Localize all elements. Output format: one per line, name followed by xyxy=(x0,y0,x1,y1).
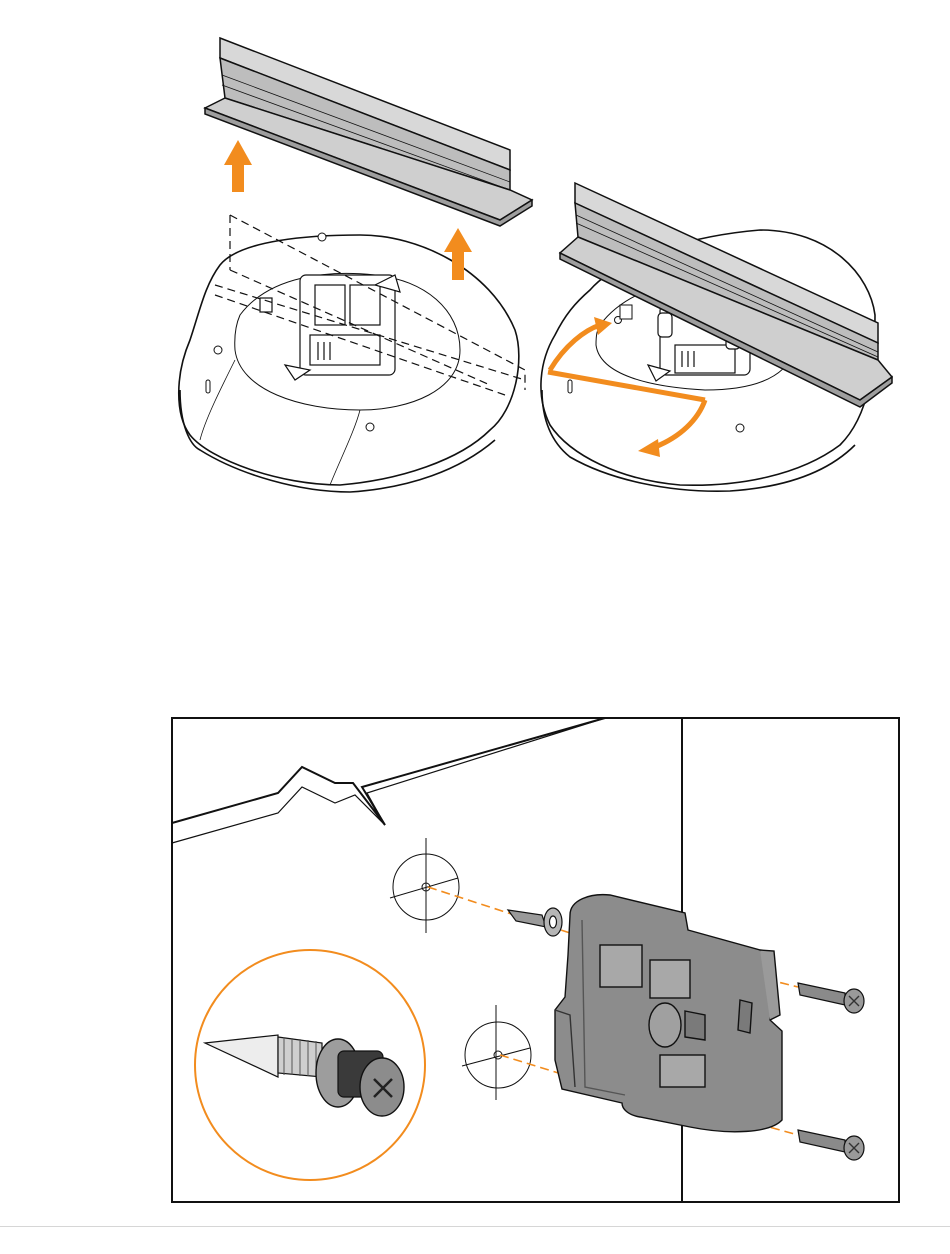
rail-rotate-illustration xyxy=(530,175,910,500)
up-arrow-icon xyxy=(224,140,252,192)
rail-detach-illustration xyxy=(160,30,540,500)
wall-mount-illustration xyxy=(170,715,902,1205)
zoom-circle-icon xyxy=(195,950,425,1180)
ceiling-rail xyxy=(205,38,532,226)
footer-rule xyxy=(0,1226,950,1227)
